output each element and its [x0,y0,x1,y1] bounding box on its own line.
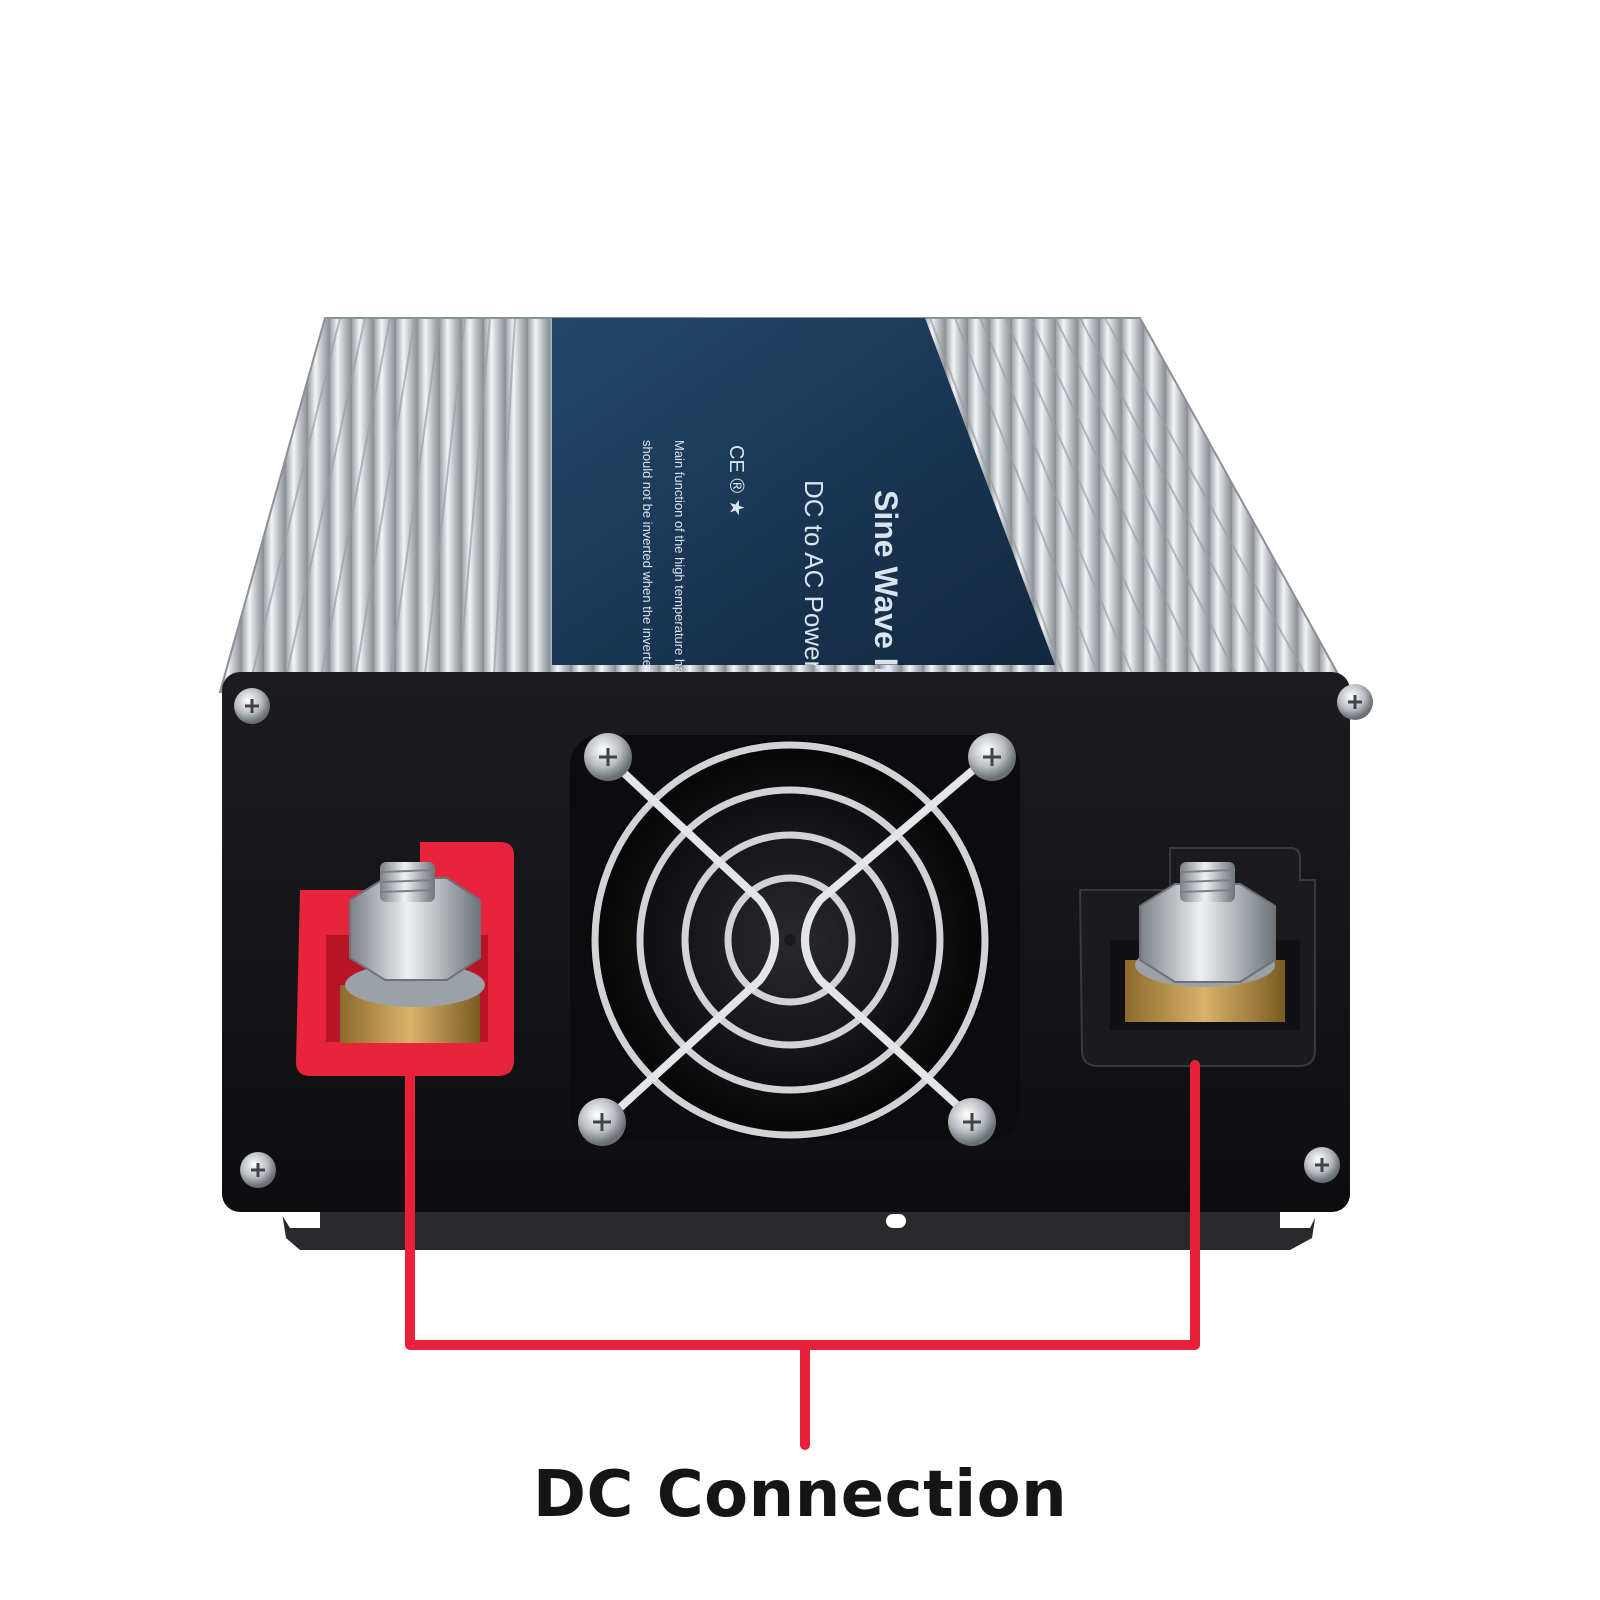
label-plate: Sine Wave Inverter DC to AC Power CE ® ★… [552,318,1055,775]
mounting-flange [280,1200,1318,1250]
panel-screws [234,684,1373,1188]
fan-screw-icon [578,1098,626,1146]
screw-icon [240,1152,276,1188]
screw-icon [1337,684,1373,720]
lid-certification: CE ® ★ [725,445,747,517]
fan-screw-icon [584,733,632,781]
dc-connection-bracket [405,1060,1200,1450]
screw-icon [234,688,270,724]
caption-dc-connection: DC Connection [532,1458,1068,1532]
fan-screw-icon [968,733,1016,781]
cooling-fan [570,733,1020,1146]
screw-icon [1304,1147,1340,1183]
negative-terminal [1078,847,1316,1067]
lid-notice-line-2: should not be inverted when the inverter… [640,440,655,708]
fan-screw-icon [948,1098,996,1146]
positive-terminal [296,842,514,1076]
lid-notice-line-1: Main function of the high temperature ha… [672,440,687,716]
lid-subtitle: DC to AC Power [799,480,829,670]
